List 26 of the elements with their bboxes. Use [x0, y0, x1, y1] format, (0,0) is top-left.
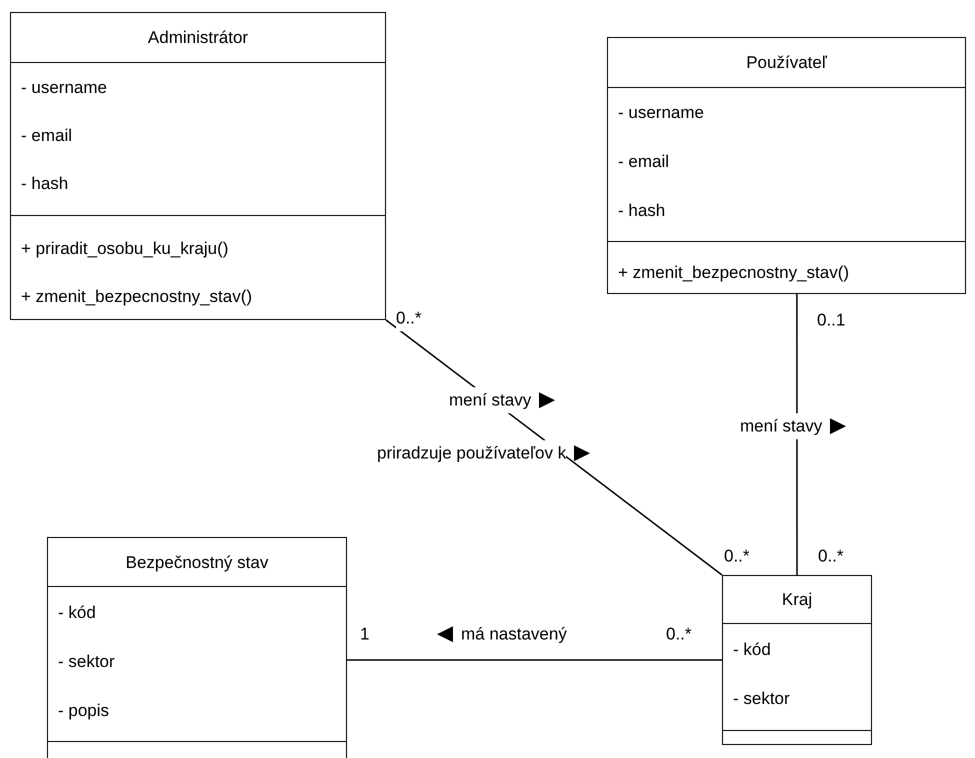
association-line	[796, 294, 798, 575]
class-box	[607, 37, 966, 294]
class-box	[722, 575, 872, 745]
class-box	[10, 12, 386, 320]
method-text: + zmenit_bezpecnostny_stav()	[21, 286, 252, 308]
attribute-text: - kód	[733, 638, 771, 661]
attribute-text: - popis	[58, 700, 110, 722]
edge-label: mení stavy	[740, 413, 822, 439]
attribute-text: - username	[618, 102, 704, 124]
method-text: + priradit_osobu_ku_kraju()	[21, 238, 228, 260]
class-name: Bezpečnostný stav	[126, 552, 268, 574]
edge-label: mení stavy	[449, 387, 532, 413]
class-name: Používateľ	[746, 52, 827, 74]
attribute-text: - hash	[618, 200, 666, 222]
attribute-text: - sektor	[58, 650, 115, 673]
class-name: Kraj	[782, 589, 812, 612]
attribute-text: - email	[21, 125, 72, 148]
attribute-text: - kód	[58, 602, 96, 624]
method-text: + zmenit_bezpecnostny_stav()	[618, 262, 850, 284]
association-line	[347, 659, 722, 661]
attribute-text: - sektor	[733, 688, 790, 710]
attribute-text: - email	[618, 150, 670, 173]
class-box	[47, 537, 347, 758]
attribute-text: - hash	[21, 173, 68, 196]
class-name: Administrátor	[148, 27, 248, 50]
attribute-text: - username	[21, 77, 107, 100]
